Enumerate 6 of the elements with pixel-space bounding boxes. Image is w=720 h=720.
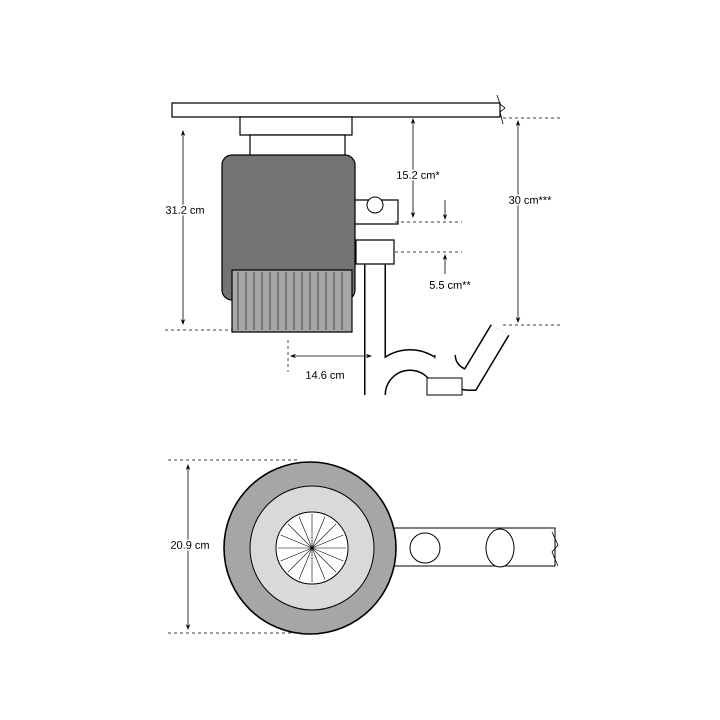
dimension-label: 20.9 cm: [168, 540, 212, 550]
dimension-label: 5.5 cm**: [428, 280, 472, 290]
dimension-label: 30 cm***: [507, 194, 553, 206]
dimension-label: 31.2 cm: [164, 204, 206, 216]
dimension-label: 14.6 cm: [304, 370, 346, 380]
dimension-label: 15.2 cm*: [394, 170, 442, 180]
